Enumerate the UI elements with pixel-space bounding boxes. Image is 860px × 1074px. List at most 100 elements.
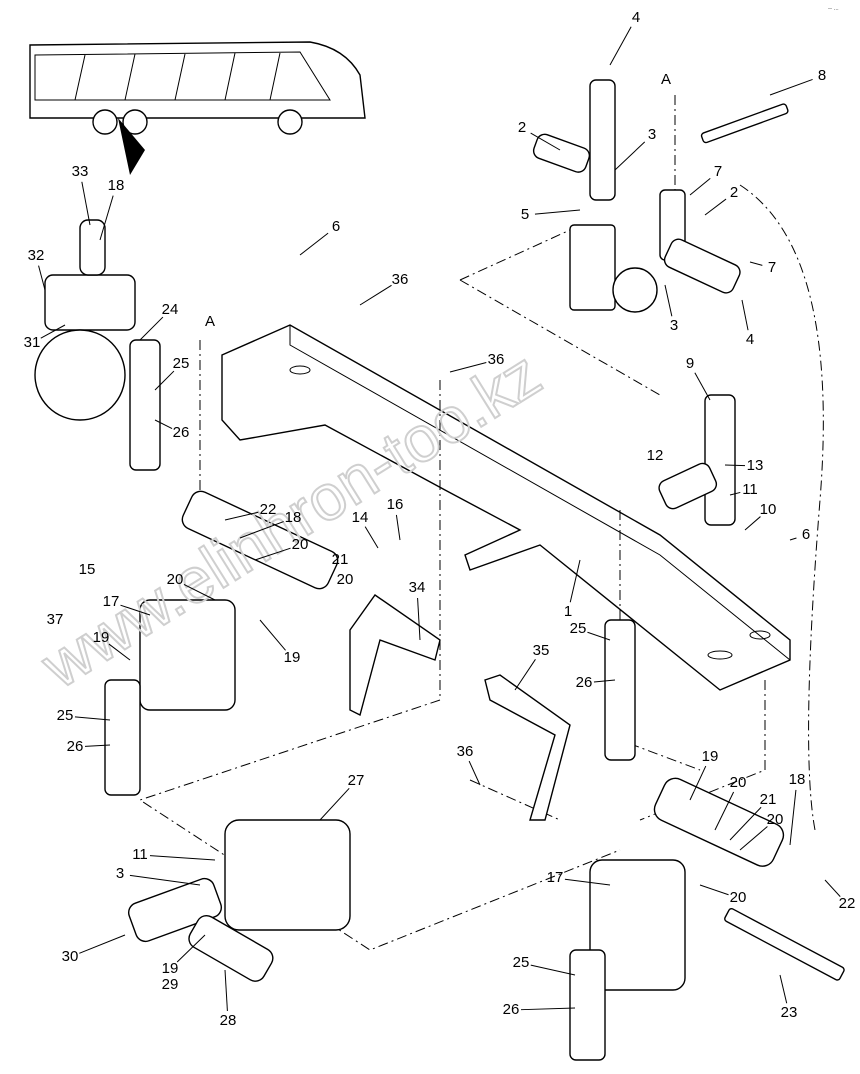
callout-leader-line — [824, 879, 841, 897]
callout-leader-line — [741, 299, 749, 331]
callout-18: 18 — [789, 771, 806, 788]
callout-leader-line — [704, 198, 727, 216]
callout-leader-line — [468, 760, 481, 786]
callout-4: 4 — [746, 331, 754, 348]
callout-19: 19 — [93, 629, 110, 646]
callout-22: 22 — [839, 895, 856, 912]
callout-8: 8 — [818, 67, 826, 84]
callout-leader-line — [319, 788, 350, 821]
callout-leader-line — [154, 370, 175, 391]
callout-leader-line — [176, 934, 206, 963]
callout-leader-line — [183, 584, 216, 601]
callout-1: 1 — [564, 603, 572, 620]
callout-leader-line — [520, 1007, 576, 1011]
callout-leader-line — [789, 789, 797, 846]
callout-36: 36 — [392, 271, 409, 288]
callout-leader-line — [108, 643, 131, 661]
callout-32: 32 — [28, 247, 45, 264]
callout-leader-line — [729, 491, 741, 496]
callout-leader-line — [534, 209, 581, 215]
callout-leader-line — [739, 826, 768, 851]
callout-leader-line — [359, 284, 392, 306]
callout-16: 16 — [387, 496, 404, 513]
callout-19: 19 — [162, 960, 179, 977]
callout-leader-line — [769, 78, 813, 96]
callout-leader-line — [744, 516, 761, 531]
callout-37: 37 — [47, 611, 64, 628]
callout-35: 35 — [533, 642, 550, 659]
mounting-bracket — [221, 324, 791, 691]
callout-19: 19 — [702, 748, 719, 765]
callout-leader-line — [40, 324, 66, 339]
callout-26: 26 — [67, 738, 84, 755]
callout-leader-line — [149, 855, 216, 861]
callout-leader-line — [530, 964, 576, 976]
callout-29: 29 — [162, 976, 179, 993]
callout-leader-line — [449, 362, 487, 373]
callout-7: 7 — [768, 259, 776, 276]
callout-36: 36 — [488, 351, 505, 368]
callout-leader-line — [154, 419, 173, 429]
callout-leader-line — [254, 547, 291, 561]
callout-leader-line — [664, 284, 673, 317]
bus-illustration — [29, 41, 366, 175]
callout-leader-line — [699, 884, 729, 896]
callout-leader-line — [564, 878, 611, 886]
callout-17: 17 — [103, 593, 120, 610]
callout-leader-line — [395, 514, 401, 541]
callout-26: 26 — [503, 1001, 520, 1018]
callout-2: 2 — [730, 184, 738, 201]
callout-24: 24 — [162, 301, 179, 318]
callout-leader-line — [729, 806, 762, 841]
callout-4: 4 — [632, 9, 640, 26]
callout-leader-line — [364, 526, 379, 549]
callout-leader-line — [74, 716, 111, 721]
callout-28: 28 — [220, 1012, 237, 1029]
callout-leader-line — [714, 791, 735, 831]
location-arrow-icon — [118, 118, 145, 175]
callout-3: 3 — [670, 317, 678, 334]
callout-leader-line — [38, 265, 46, 291]
callout-19: 19 — [284, 649, 301, 666]
callout-30: 30 — [62, 948, 79, 965]
callout-34: 34 — [409, 579, 426, 596]
callout-20: 20 — [337, 571, 354, 588]
callout-26: 26 — [173, 424, 190, 441]
callout-leader-line — [587, 631, 611, 641]
callout-13: 13 — [747, 457, 764, 474]
callout-leader-line — [593, 679, 616, 683]
callout-5: 5 — [521, 206, 529, 223]
callout-25: 25 — [513, 954, 530, 971]
callout-21: 21 — [760, 791, 777, 808]
callout-17: 17 — [547, 869, 564, 886]
callout-leader-line — [779, 974, 788, 1004]
callout-leader-line — [79, 934, 126, 954]
callout-7: 7 — [714, 163, 722, 180]
callout-20: 20 — [292, 536, 309, 553]
callout-3: 3 — [116, 865, 124, 882]
callout-leader-line — [99, 195, 114, 241]
callout-leader-line — [724, 464, 746, 467]
callout-leader-line — [789, 537, 797, 541]
callout-leader-line — [239, 521, 284, 539]
callout-6: 6 — [332, 218, 340, 235]
callout-leader-line — [614, 141, 646, 171]
callout-11: 11 — [132, 846, 148, 863]
callout-20: 20 — [167, 571, 184, 588]
callout-2: 2 — [518, 119, 526, 136]
callout-12: 12 — [647, 447, 664, 464]
callout-27: 27 — [348, 772, 365, 789]
callout-6: 6 — [802, 526, 810, 543]
callout-leader-line — [689, 177, 711, 196]
callout-20: 20 — [730, 889, 747, 906]
callout-23: 23 — [781, 1004, 798, 1021]
callout-25: 25 — [570, 620, 587, 637]
callout-11: 11 — [742, 481, 758, 498]
callout-25: 25 — [173, 355, 190, 372]
corner-mark: -- ... — [828, 6, 839, 12]
callout-A: A — [661, 71, 671, 88]
callout-leader-line — [224, 511, 259, 521]
callout-leader-line — [569, 559, 581, 603]
